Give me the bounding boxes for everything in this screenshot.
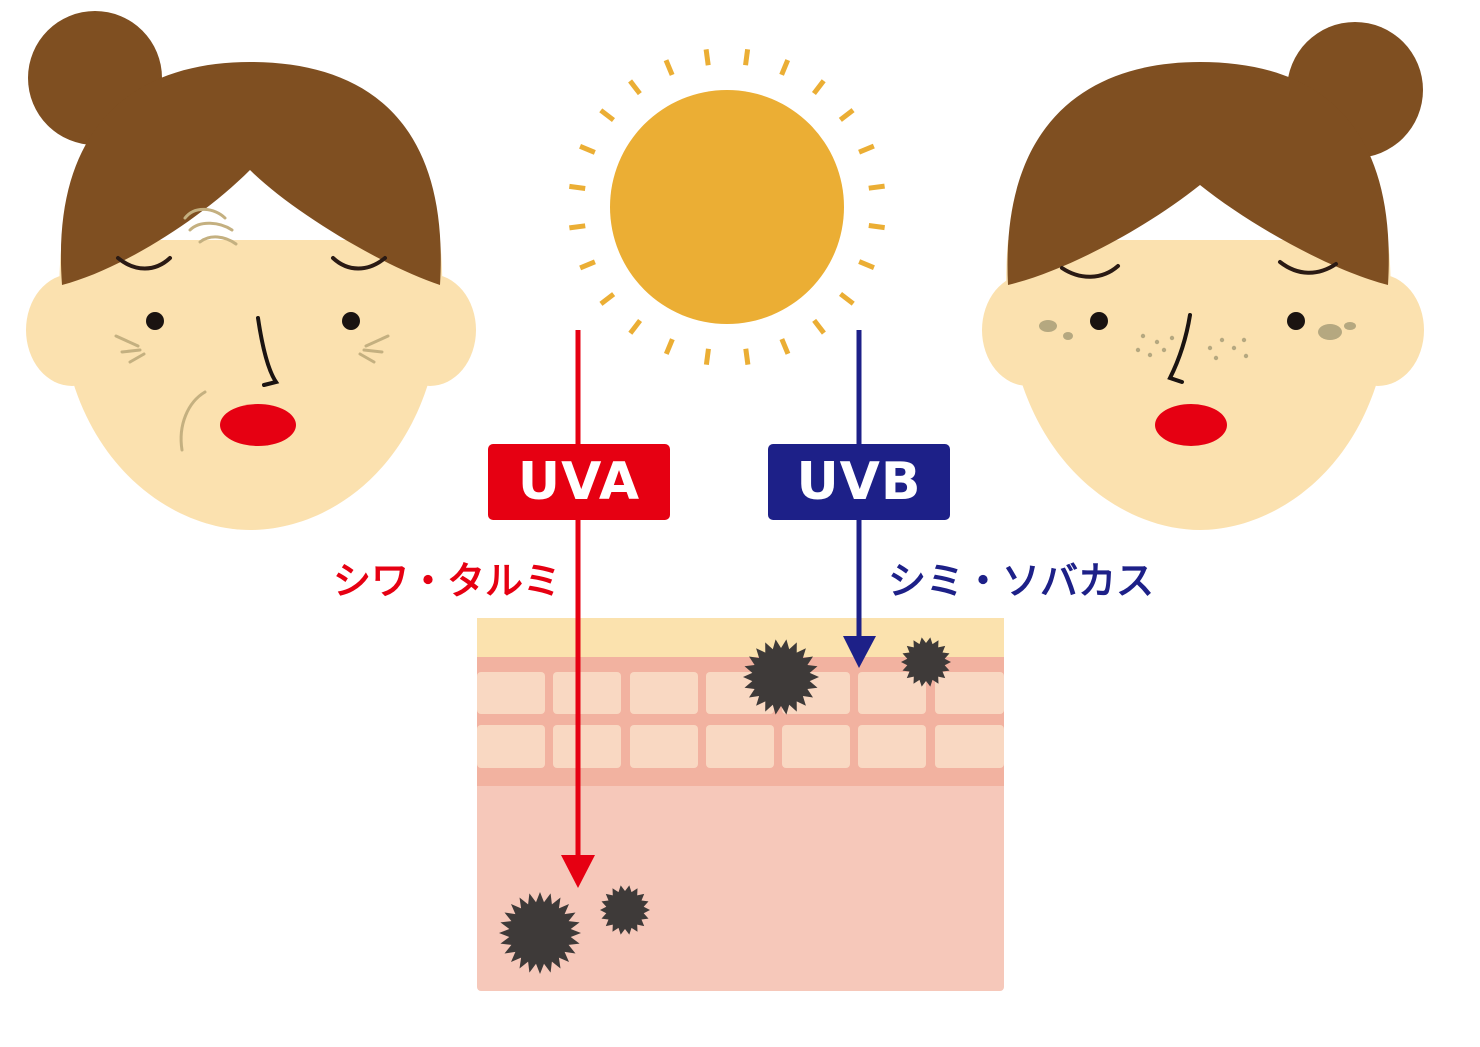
eye (146, 312, 164, 330)
uva-label: UVA (488, 444, 670, 520)
skin-cell (630, 725, 698, 768)
uvb-effect-label: シミ・ソバカス (888, 559, 1155, 603)
sun-ray (579, 259, 596, 271)
sun-rays (569, 49, 885, 365)
skin-cell (935, 672, 1004, 714)
nose (256, 316, 280, 387)
sun-ray (663, 338, 675, 355)
skin-cell (858, 725, 926, 768)
sun-ray (868, 223, 885, 231)
crows-feet (114, 334, 146, 364)
skin-cell (858, 672, 926, 714)
sun-ray (743, 49, 751, 66)
eyebrow (1060, 264, 1120, 279)
face (59, 240, 443, 530)
face-wrinkled (26, 11, 476, 530)
sun-ray (569, 223, 586, 231)
sun-ray (703, 49, 711, 66)
sun-ray (703, 348, 711, 365)
sun-ray (839, 291, 855, 306)
sun-ray (599, 108, 615, 123)
skin-cell (553, 672, 621, 714)
sun-ray (811, 79, 826, 95)
skin-cell (935, 725, 1004, 768)
face (1006, 240, 1391, 530)
freckles (1039, 320, 1356, 361)
uva-arrow (561, 330, 595, 888)
skin-cell (477, 725, 545, 768)
eyebrow (331, 256, 387, 271)
eye (1090, 312, 1108, 330)
lips (1155, 404, 1227, 446)
epidermis-cells (477, 672, 1004, 768)
melanin-spots (499, 637, 951, 974)
lips (220, 404, 296, 446)
hair (60, 62, 441, 285)
sun-ray (779, 338, 791, 355)
sun-ray (663, 59, 675, 76)
skin-cell (706, 725, 774, 768)
sun-ray (743, 348, 751, 365)
face-freckled (982, 22, 1424, 530)
skin-cell (782, 725, 850, 768)
forehead-wrinkles (183, 207, 238, 246)
nose (1167, 313, 1192, 384)
sun-ray (838, 108, 855, 122)
sun-ray (779, 59, 791, 76)
eyebrow (1278, 260, 1338, 275)
sun-icon (569, 49, 885, 365)
uva-effect-label: シワ・タルミ (333, 559, 562, 603)
melanin-spot (743, 639, 819, 715)
sun-ray (858, 143, 875, 155)
sun-ray (579, 143, 596, 155)
skin-cell (630, 672, 698, 714)
sun-ray (569, 183, 586, 191)
sun-ray (858, 259, 875, 271)
uvb-label: UVB (768, 444, 950, 520)
sun-ray (628, 79, 642, 96)
sun-disc (610, 90, 844, 324)
sun-ray (868, 183, 885, 191)
eye (342, 312, 360, 330)
crows-feet (358, 334, 390, 364)
sun-ray (628, 319, 643, 335)
eyebrow (116, 256, 172, 271)
eye (1287, 312, 1305, 330)
melanin-spot (499, 892, 581, 974)
melanin-spot (600, 885, 650, 935)
skin-cell (477, 672, 545, 714)
sun-ray (812, 318, 826, 335)
sun-ray (599, 292, 616, 306)
hair (1007, 62, 1389, 285)
melanin-spot (901, 637, 951, 687)
nasolabial-fold (179, 390, 207, 452)
skin-cell (553, 725, 621, 768)
